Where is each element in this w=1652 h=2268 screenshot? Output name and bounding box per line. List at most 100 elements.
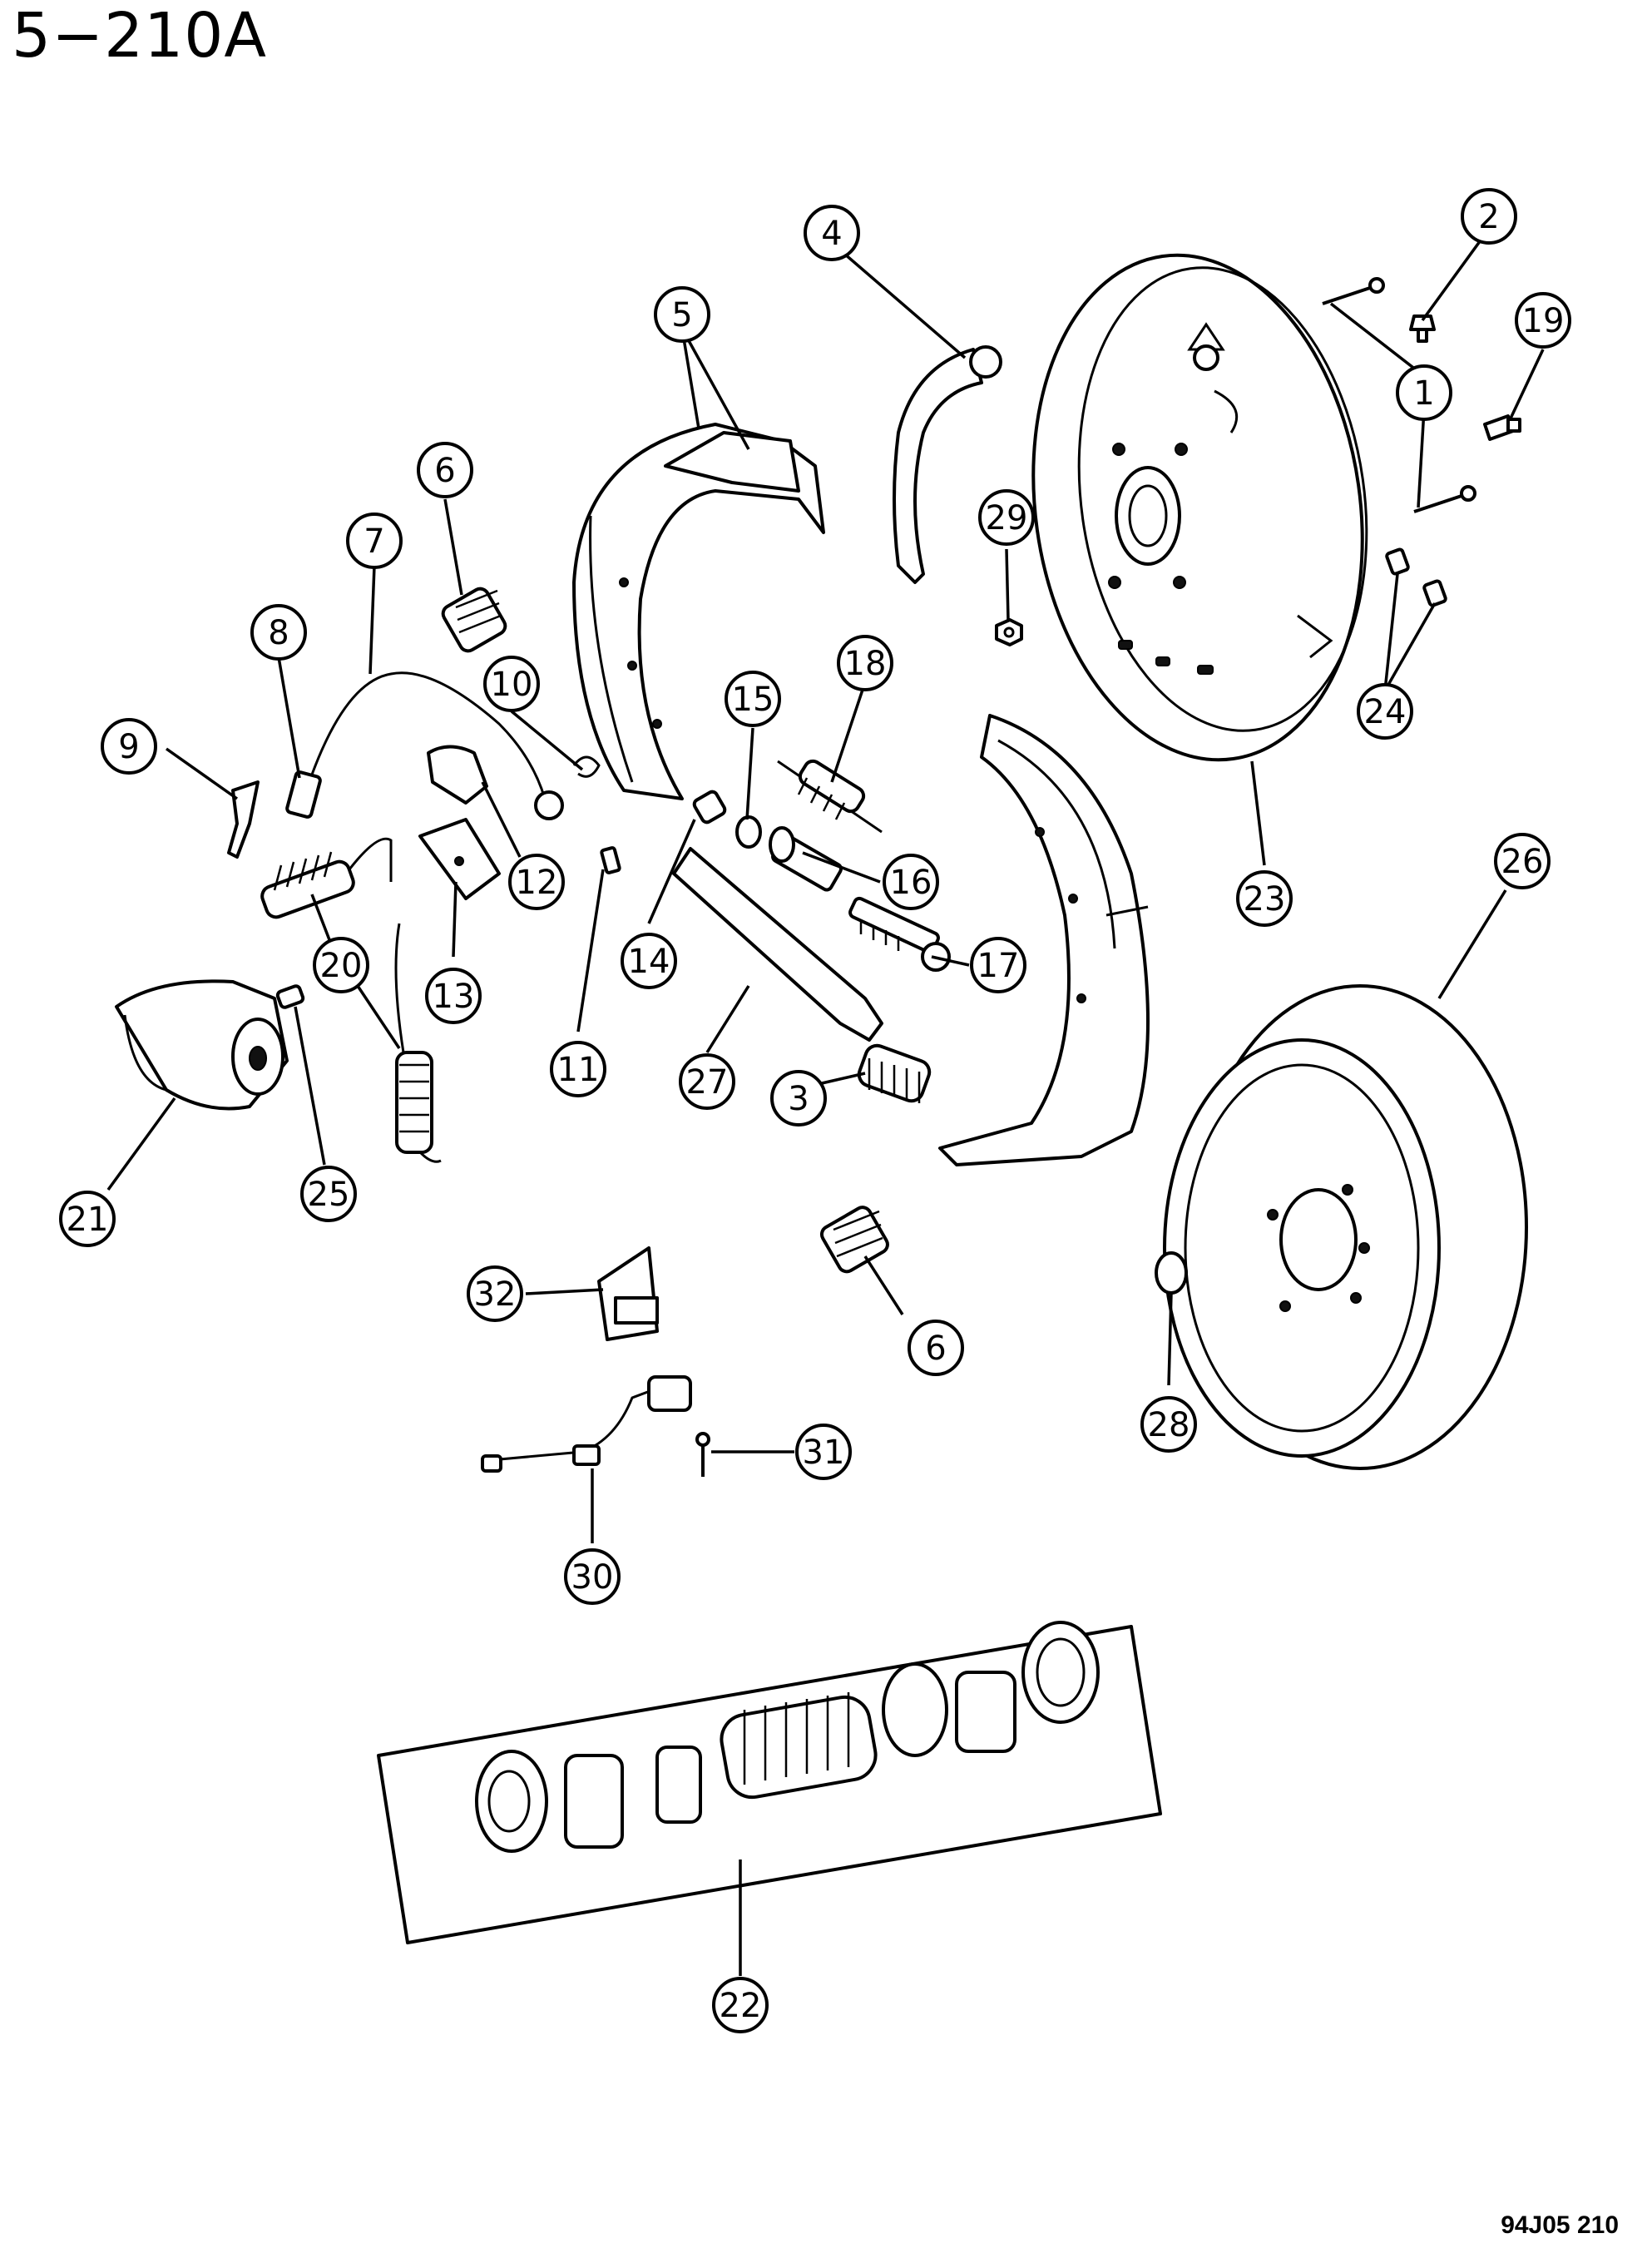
callout-1: 1	[1396, 364, 1452, 421]
adjuster-plate	[427, 745, 488, 805]
svg-text:16: 16	[890, 864, 932, 902]
parking-brake-lever	[893, 345, 1002, 584]
svg-text:31: 31	[803, 1434, 845, 1472]
adjuster-spring	[857, 1043, 932, 1103]
svg-text:6: 6	[925, 1330, 946, 1368]
callout-32: 32	[467, 1265, 523, 1322]
svg-text:1: 1	[1413, 374, 1434, 413]
adjuster-pivot	[848, 896, 951, 972]
adjuster-nut	[692, 790, 727, 825]
svg-text:2: 2	[1478, 198, 1499, 236]
svg-text:28: 28	[1148, 1406, 1190, 1444]
shoe-plate	[418, 818, 501, 900]
svg-text:22: 22	[720, 1987, 762, 2025]
callout-24: 24	[1357, 683, 1413, 740]
callout-4: 4	[804, 205, 860, 261]
banjo-bolt	[695, 1432, 710, 1477]
svg-text:17: 17	[977, 947, 1020, 985]
callout-17: 17	[970, 937, 1026, 993]
svg-text:21: 21	[67, 1201, 109, 1239]
svg-text:3: 3	[788, 1080, 809, 1118]
svg-text:25: 25	[308, 1176, 350, 1214]
svg-text:32: 32	[474, 1275, 517, 1314]
svg-text:19: 19	[1522, 302, 1565, 340]
brake-shoe-lower	[938, 714, 1150, 1166]
callout-7: 7	[346, 513, 403, 569]
svg-text:13: 13	[433, 978, 475, 1016]
callout-9: 9	[101, 718, 157, 775]
brake-shoe-upper	[572, 423, 825, 800]
wheel-cylinder	[115, 979, 289, 1111]
svg-text:5: 5	[671, 296, 692, 334]
svg-text:12: 12	[516, 864, 558, 902]
return-spring-upper	[777, 759, 883, 834]
hold-down-spring-lower	[819, 1206, 889, 1274]
callout-25: 25	[300, 1166, 357, 1222]
svg-text:23: 23	[1244, 880, 1286, 919]
callout-22: 22	[712, 1977, 769, 2033]
callout-28: 28	[1140, 1396, 1197, 1453]
callout-26: 26	[1494, 833, 1551, 889]
callout-12: 12	[508, 854, 565, 910]
callout-19: 19	[1515, 292, 1571, 349]
svg-text:7: 7	[364, 522, 384, 561]
callout-31: 31	[795, 1424, 852, 1480]
return-spring-lower	[260, 837, 442, 1163]
adjuster-cable	[302, 671, 564, 820]
callout-29: 29	[978, 489, 1035, 546]
callout-11: 11	[550, 1041, 606, 1097]
brake-hose-assembly	[481, 1375, 692, 1473]
svg-text:27: 27	[686, 1063, 729, 1102]
svg-text:15: 15	[732, 681, 774, 719]
svg-text:26: 26	[1501, 843, 1544, 881]
hold-down-spring-upper	[441, 587, 507, 653]
adjuster-bracket	[597, 1246, 659, 1341]
figure-code: 94J05 210	[1501, 2211, 1619, 2239]
svg-text:29: 29	[986, 499, 1028, 537]
svg-text:20: 20	[320, 947, 363, 985]
svg-text:10: 10	[491, 666, 533, 704]
callout-13: 13	[425, 968, 482, 1024]
callout-27: 27	[679, 1053, 735, 1110]
cable-guide	[285, 770, 322, 819]
adjuster-screw	[769, 826, 843, 892]
callout-6-upper: 6	[417, 442, 473, 498]
svg-text:11: 11	[557, 1051, 600, 1089]
backing-plate	[1031, 253, 1368, 762]
callout-6-lower: 6	[908, 1320, 964, 1376]
bleeder-screw	[275, 984, 305, 1009]
pin	[600, 846, 621, 874]
svg-text:6: 6	[434, 452, 455, 490]
callout-2: 2	[1461, 188, 1517, 245]
svg-text:9: 9	[118, 728, 139, 766]
adjuster-lever	[227, 780, 260, 859]
strut	[672, 847, 883, 1042]
callout-14: 14	[621, 933, 677, 989]
svg-text:30: 30	[571, 1558, 614, 1597]
callout-15: 15	[725, 671, 781, 727]
callout-20: 20	[313, 937, 369, 993]
washer	[735, 815, 762, 849]
callout-21: 21	[59, 1191, 116, 1247]
retainer-clip	[572, 755, 601, 778]
svg-text:14: 14	[628, 943, 670, 981]
repair-kit-panel	[377, 1621, 1162, 1944]
leader-lines	[106, 227, 1545, 1976]
callout-30: 30	[564, 1548, 621, 1605]
page-title: 5−210A	[12, 0, 267, 72]
svg-text:4: 4	[821, 215, 842, 253]
callout-8: 8	[250, 604, 307, 661]
mounting-bolts	[1322, 277, 1521, 607]
svg-text:24: 24	[1364, 693, 1407, 731]
callout-23: 23	[1236, 870, 1293, 927]
hex-nut	[995, 618, 1023, 646]
callout-16: 16	[883, 854, 939, 910]
svg-text:8: 8	[268, 614, 289, 652]
svg-text:18: 18	[844, 645, 887, 683]
callout-10: 10	[483, 656, 540, 712]
brake-drum	[1163, 984, 1528, 1470]
callout-3: 3	[770, 1070, 827, 1127]
dust-cap	[1155, 1251, 1188, 1295]
callout-5: 5	[654, 286, 710, 343]
